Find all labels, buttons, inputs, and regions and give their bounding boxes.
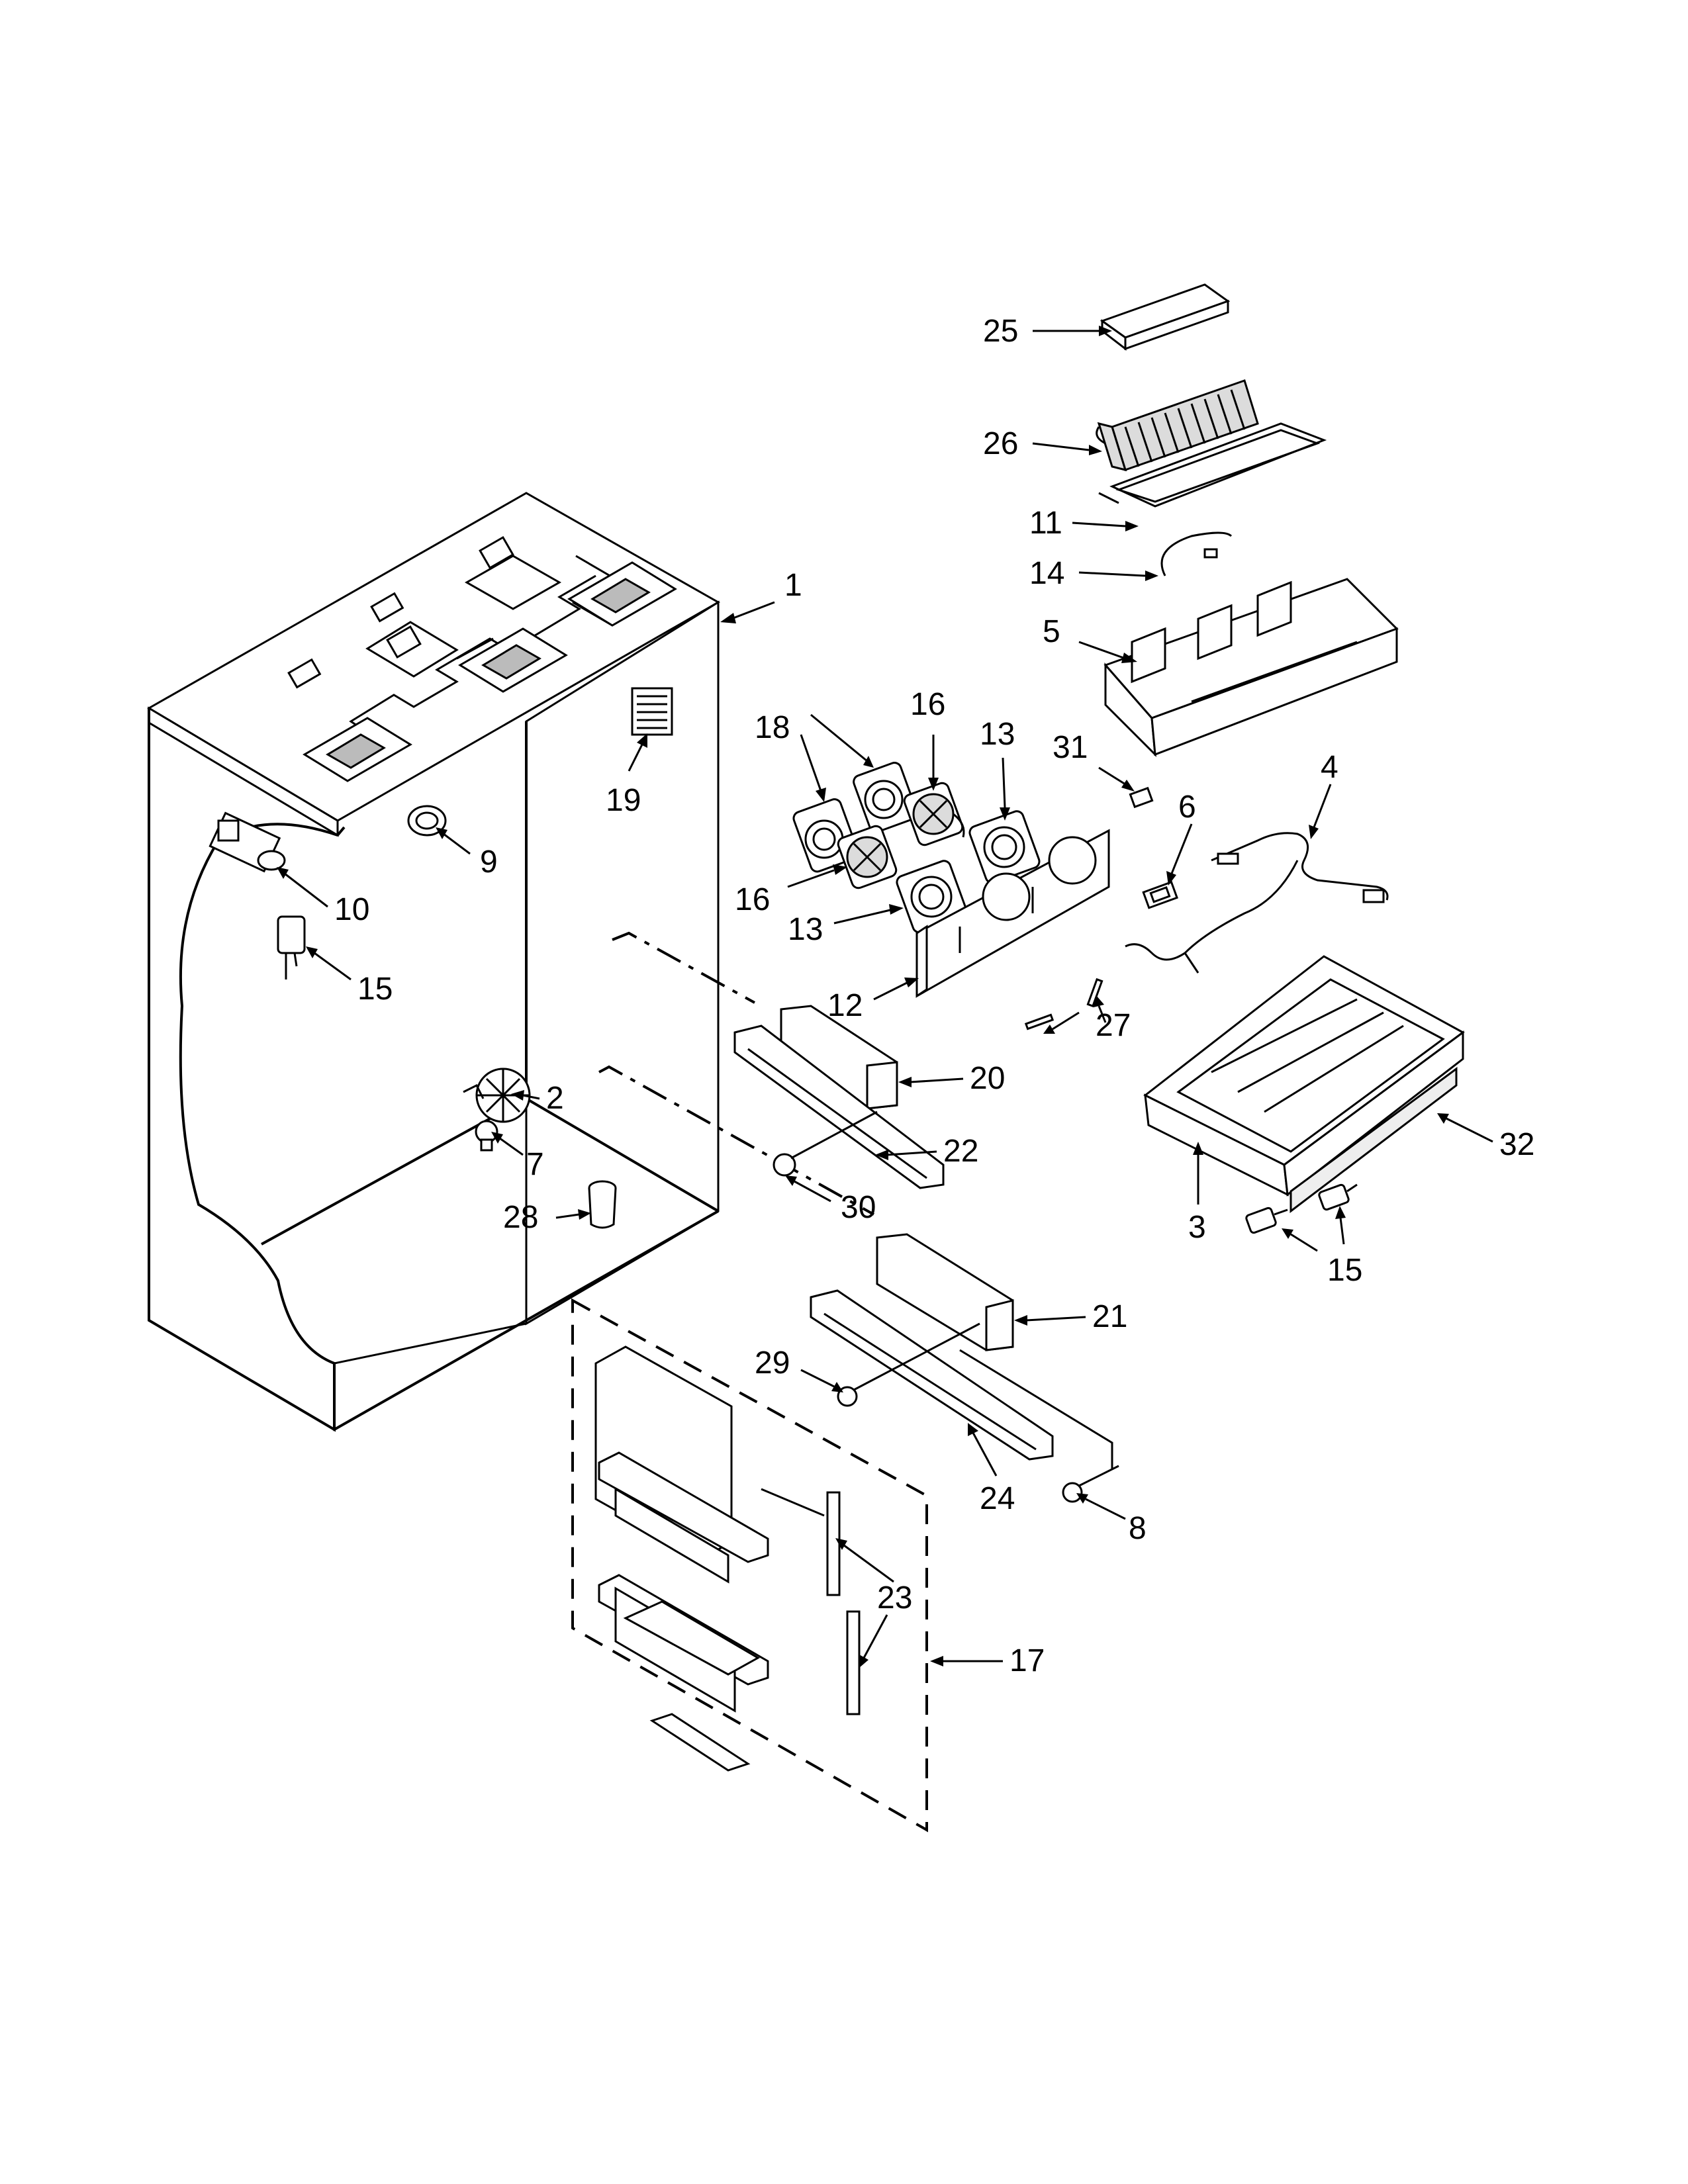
callout-6: 6 bbox=[1178, 790, 1196, 825]
part-30-screw bbox=[773, 1111, 878, 1177]
callout-1: 1 bbox=[784, 568, 802, 603]
part-28-cup bbox=[588, 1180, 617, 1229]
callout-3: 3 bbox=[1188, 1210, 1206, 1245]
part-25-evaporator bbox=[1096, 379, 1259, 472]
guide-line-upper bbox=[612, 931, 755, 1004]
callout-4: 4 bbox=[1321, 750, 1338, 785]
part-24-evaporator-cover bbox=[1100, 283, 1231, 351]
part-31-clip bbox=[1129, 786, 1154, 809]
part-8-screw bbox=[1062, 1465, 1119, 1503]
part-5-evaporator-housing bbox=[1103, 578, 1399, 757]
part-11-defrost-heater bbox=[1098, 422, 1327, 508]
part-22-slide-kit bbox=[571, 1298, 928, 1833]
callout-8: 8 bbox=[1129, 1511, 1147, 1546]
callout-32: 32 bbox=[1499, 1127, 1534, 1162]
part-20-slide-bracket bbox=[876, 1233, 1014, 1351]
callout-16-top: 16 bbox=[910, 687, 945, 722]
callout-10: 10 bbox=[334, 892, 369, 927]
fan-housings bbox=[792, 762, 1110, 998]
part-2-light-cover bbox=[463, 1068, 531, 1123]
callout-25: 26 bbox=[983, 426, 1018, 461]
callout-12: 12 bbox=[827, 988, 863, 1023]
part-3-pan bbox=[1143, 955, 1465, 1214]
callout-27: 29 bbox=[755, 1345, 790, 1381]
callout-17: 18 bbox=[755, 710, 790, 745]
callout-leaders bbox=[277, 326, 1493, 1668]
part-12-air-tower-cover bbox=[915, 829, 1110, 998]
part-21-rail bbox=[733, 1024, 945, 1189]
part-7-screw bbox=[475, 1120, 498, 1152]
part-14-sensor bbox=[1160, 531, 1233, 576]
callout-23: 24 bbox=[980, 1481, 1015, 1516]
part-15-sensor-left bbox=[277, 915, 306, 979]
callout-labels: 25 26 11 14 5 1 18 16 13 31 6 4 19 9 10 … bbox=[334, 314, 1534, 1678]
cabinet-liner bbox=[147, 492, 721, 1432]
callout-2: 2 bbox=[546, 1081, 564, 1116]
part-10-damper bbox=[209, 811, 286, 873]
callout-18: 19 bbox=[606, 783, 641, 818]
callout-19: 20 bbox=[970, 1061, 1005, 1096]
callout-15-right: 15 bbox=[1327, 1253, 1362, 1288]
part-18-air-filter bbox=[631, 687, 673, 736]
callout-22: 17 bbox=[1009, 1643, 1045, 1678]
part-26-pins bbox=[1024, 978, 1103, 1030]
callout-14: 14 bbox=[1029, 556, 1064, 591]
callout-31: 31 bbox=[1053, 730, 1088, 765]
part-6-pad bbox=[1142, 880, 1178, 909]
part-23-rail bbox=[810, 1289, 1113, 1469]
callout-9: 9 bbox=[480, 844, 498, 880]
callout-30: 30 bbox=[841, 1190, 876, 1225]
part-4-wire-harness bbox=[1125, 832, 1389, 974]
callout-24: 25 bbox=[983, 314, 1018, 349]
callout-28: 28 bbox=[503, 1200, 538, 1235]
part-15-sensor-right bbox=[1245, 1183, 1358, 1234]
callout-7: 7 bbox=[526, 1147, 544, 1182]
callout-16-lower: 16 bbox=[735, 882, 770, 917]
callout-21: 22 bbox=[943, 1134, 978, 1169]
callout-20: 21 bbox=[1092, 1299, 1127, 1334]
callout-29: 23 bbox=[877, 1580, 912, 1615]
callout-5: 5 bbox=[1043, 614, 1060, 649]
callout-13-lower: 13 bbox=[788, 912, 823, 947]
callout-11: 11 bbox=[1029, 506, 1062, 541]
callout-13-top: 13 bbox=[980, 717, 1015, 752]
callout-26: 27 bbox=[1096, 1008, 1131, 1043]
callout-15-left: 15 bbox=[357, 972, 393, 1007]
